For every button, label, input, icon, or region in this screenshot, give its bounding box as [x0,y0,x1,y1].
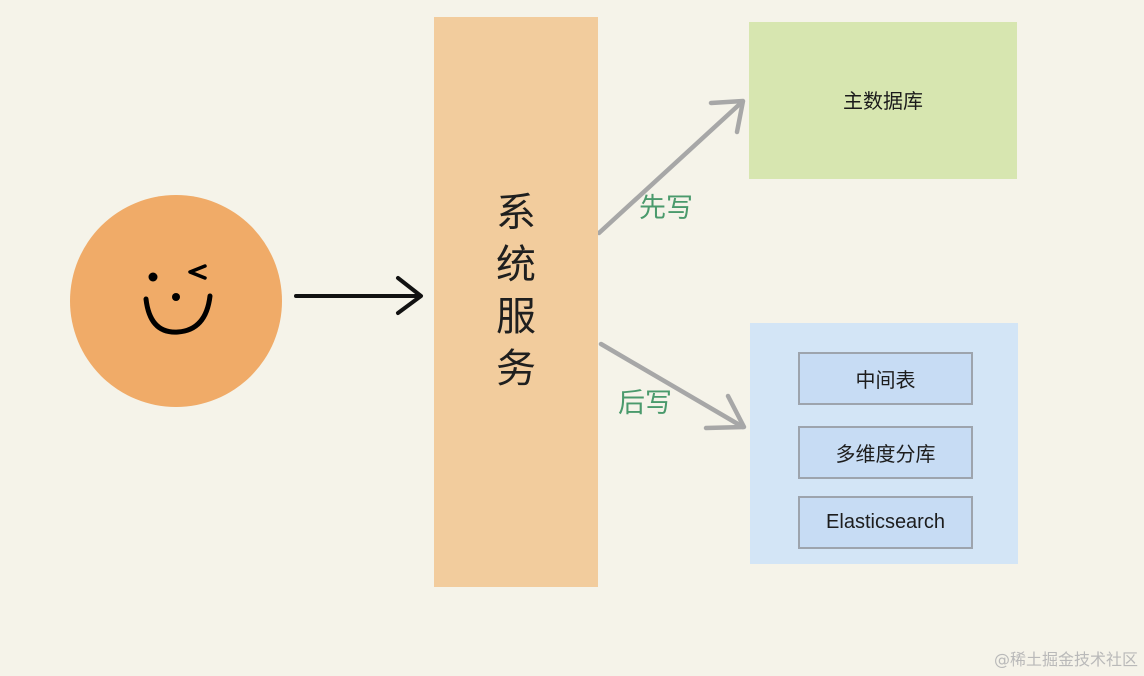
wink-eye-icon [188,264,207,280]
left-eye-icon [148,272,158,282]
service-label-char: 服 [496,294,536,340]
smile-icon [143,293,213,335]
first-write-label: 先写 [639,193,693,224]
service-label-char: 系 [496,190,536,236]
system-service-box: 系 统 服 务 [434,17,598,587]
store-item-intermediate-table: 中间表 [798,352,973,405]
service-label-char: 务 [496,346,536,392]
primary-database-box: 主数据库 [749,22,1017,179]
primary-database-label: 主数据库 [843,89,923,113]
service-label-char: 统 [496,242,536,288]
watermark-text: @稀土掘金技术社区 [993,650,1138,669]
nose-icon [172,293,180,301]
after-write-arrow-icon [598,341,747,431]
after-write-label: 后写 [618,388,672,419]
secondary-stores-group: 中间表 多维度分库 Elasticsearch [750,323,1018,564]
store-item-elasticsearch: Elasticsearch [798,496,973,549]
request-arrow-icon [294,276,423,315]
user-avatar-icon [70,195,282,407]
first-write-arrow-icon [596,98,746,236]
store-item-sharded-db: 多维度分库 [798,426,973,479]
system-service-label: 系 统 服 务 [434,187,598,395]
